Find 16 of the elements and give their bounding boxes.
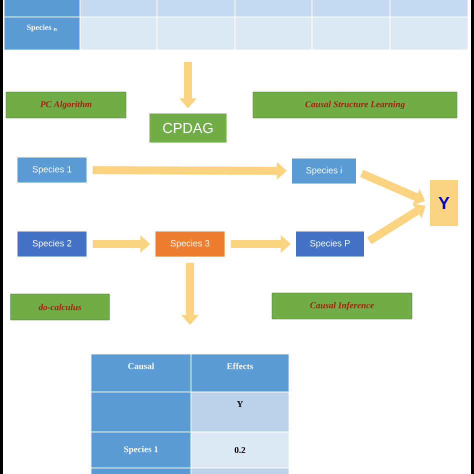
method-label: Causal Structure Learning [252,92,458,118]
method-label: Causal Inference [272,292,412,320]
table-cell: Species $_{n}$ [4,16,80,50]
species-box: Species 1 [18,158,86,182]
result-box: CPDAG [150,114,226,142]
species-box: Species P [296,232,364,256]
table-cell: Causal [90,354,192,392]
method-label: PC Algorithm [6,92,126,118]
species-box: Species 3 [156,232,224,256]
table-cell: Y [190,392,290,432]
species-box: Species 2 [18,232,86,256]
species-box: Species i [292,158,356,184]
method-label: do-calculus [10,294,110,320]
table-cell: 0.2 [190,432,290,468]
table-cell: Effects [190,354,290,392]
outcome-box: Y [430,180,458,226]
